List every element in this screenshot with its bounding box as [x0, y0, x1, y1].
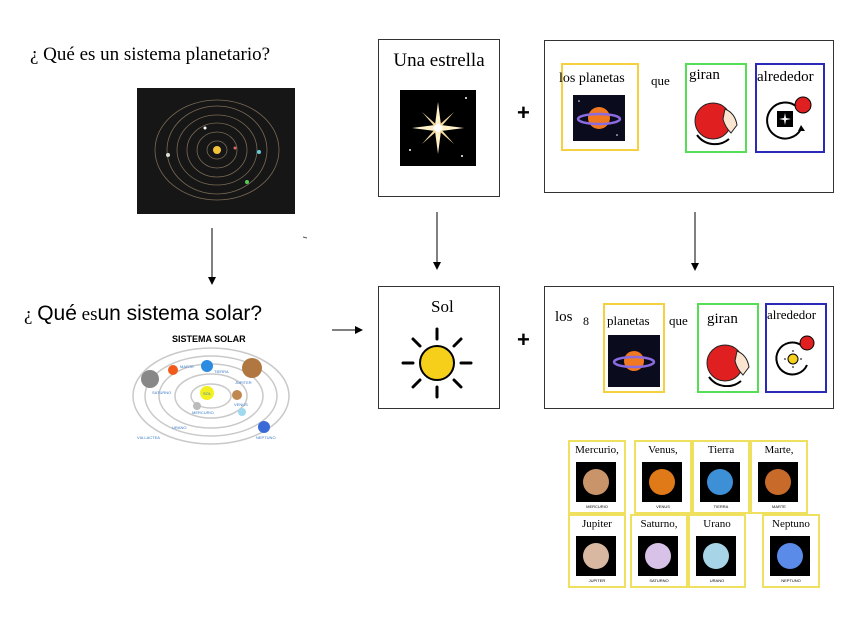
card-giran-bottom-label: giran — [707, 311, 738, 327]
card-giran-top: giran — [685, 63, 747, 153]
planet-card-name: Neptuno — [772, 518, 810, 530]
planet-card-name: Urano — [703, 518, 731, 530]
card-giran-label: giran — [689, 67, 720, 83]
planet-card-caption: MERCURIO — [580, 504, 614, 510]
planet-card-caption: MARTE — [762, 504, 796, 510]
solar-label-venus: VENUS — [234, 402, 248, 407]
solar-label-via-lactea: VIA LACTEA — [137, 435, 160, 440]
sun-label: Sol — [431, 297, 454, 316]
planet-card-name: Venus, — [648, 444, 678, 456]
sun-icon — [401, 327, 473, 399]
card-alrededor-top: alrededor — [755, 63, 825, 153]
planet-card-name: Jupiter — [582, 518, 612, 530]
saturn-icon-bottom — [608, 335, 660, 387]
planet-card-image — [576, 536, 616, 576]
solar-label-urano: URANO — [172, 425, 186, 430]
card-giran-bottom: giran — [697, 303, 759, 393]
card-alrededor-bottom: alrededor — [765, 303, 827, 393]
planet-card-name: Marte, — [764, 444, 794, 456]
sun-box: Sol — [378, 286, 500, 409]
solar-label-tierra: TIERRA — [214, 369, 229, 374]
solar-label-mercurio: MERCURIO — [192, 410, 214, 415]
saturn-icon — [573, 95, 625, 141]
rotating-hand-icon-bottom — [706, 344, 750, 387]
plus-sign-bottom: + — [517, 327, 530, 352]
plus-sign-top: + — [517, 100, 530, 125]
word-que-top: que — [651, 73, 670, 88]
word-eight: 8 — [583, 314, 589, 328]
question-rest: un sistema solar? — [97, 302, 263, 325]
solar-label-marte: MARTE — [180, 364, 194, 369]
planet-card-image — [770, 536, 810, 576]
planet-card-image — [758, 462, 798, 502]
question-planetary-system: ¿ Qué es un sistema planetario? — [30, 44, 271, 65]
solar-label-sol: SOL — [203, 391, 212, 396]
planet-card-caption: URANO — [700, 578, 734, 584]
planet-card-image — [700, 462, 740, 502]
planet-card-image — [638, 536, 678, 576]
card-alrededor-label: alrededor — [757, 69, 814, 85]
orbit-around-icon — [766, 96, 812, 140]
planet-card-caption: NEPTUNO — [774, 578, 808, 584]
star-label: Una estrella — [393, 50, 485, 71]
planetary-system-image — [137, 88, 295, 214]
solar-diagram-title: SISTEMA SOLAR — [172, 334, 246, 344]
solar-label-saturno: SATURNO — [152, 390, 171, 395]
planet-card-image — [576, 462, 616, 502]
solar-label-jupiter: JUPITER — [235, 380, 252, 385]
planet-card-caption: VENUS — [646, 504, 680, 510]
question-mark: ¿ — [24, 304, 33, 325]
planet-card-image — [696, 536, 736, 576]
card-alrededor-bottom-label: alrededor — [767, 307, 817, 322]
card-planets-bottom-label: planetas — [607, 313, 650, 328]
planet-card-caption: TIERRA — [704, 504, 738, 510]
star-icon — [400, 90, 476, 166]
planet-card-name: Tierra — [707, 444, 735, 456]
word-que-bottom: que — [669, 313, 688, 328]
planet-card: Mercurio, MERCURIO — [568, 440, 626, 514]
orbit-definition-box-top: los planetas que giran alrededor — [544, 40, 834, 193]
solar-system-diagram: SISTEMA SOLAR MARTE TIERRA JUPITER SATUR… — [132, 334, 290, 445]
planet-card-name: Saturno, — [640, 518, 678, 530]
planet-card: Saturno, SATURNO — [630, 514, 688, 588]
orbit-sun-icon — [775, 335, 815, 376]
question-solar-system: ¿ Qué esun sistema solar? — [24, 302, 262, 326]
card-planets-bottom: planetas — [603, 303, 665, 393]
planet-card: Venus, VENUS — [634, 440, 692, 514]
planet-card-name: Mercurio, — [575, 444, 619, 456]
word-los: los — [555, 309, 573, 325]
question-es: es — [81, 304, 98, 325]
rotating-hand-icon — [694, 102, 738, 146]
question-que: Qué — [37, 302, 77, 325]
planet-card-caption: JUPITER — [580, 578, 614, 584]
planet-card-caption: SATURNO — [642, 578, 676, 584]
star-box: Una estrella — [378, 39, 500, 197]
card-planets-top: los planetas — [559, 63, 639, 151]
solar-label-neptuno: NEPTUNO — [256, 435, 276, 440]
planet-card: Marte, MARTE — [750, 440, 808, 514]
card-planets-label: los planetas — [559, 71, 625, 86]
planet-card-image — [642, 462, 682, 502]
orbit-definition-box-bottom: los 8 planetas que giran alrededor — [544, 286, 834, 409]
